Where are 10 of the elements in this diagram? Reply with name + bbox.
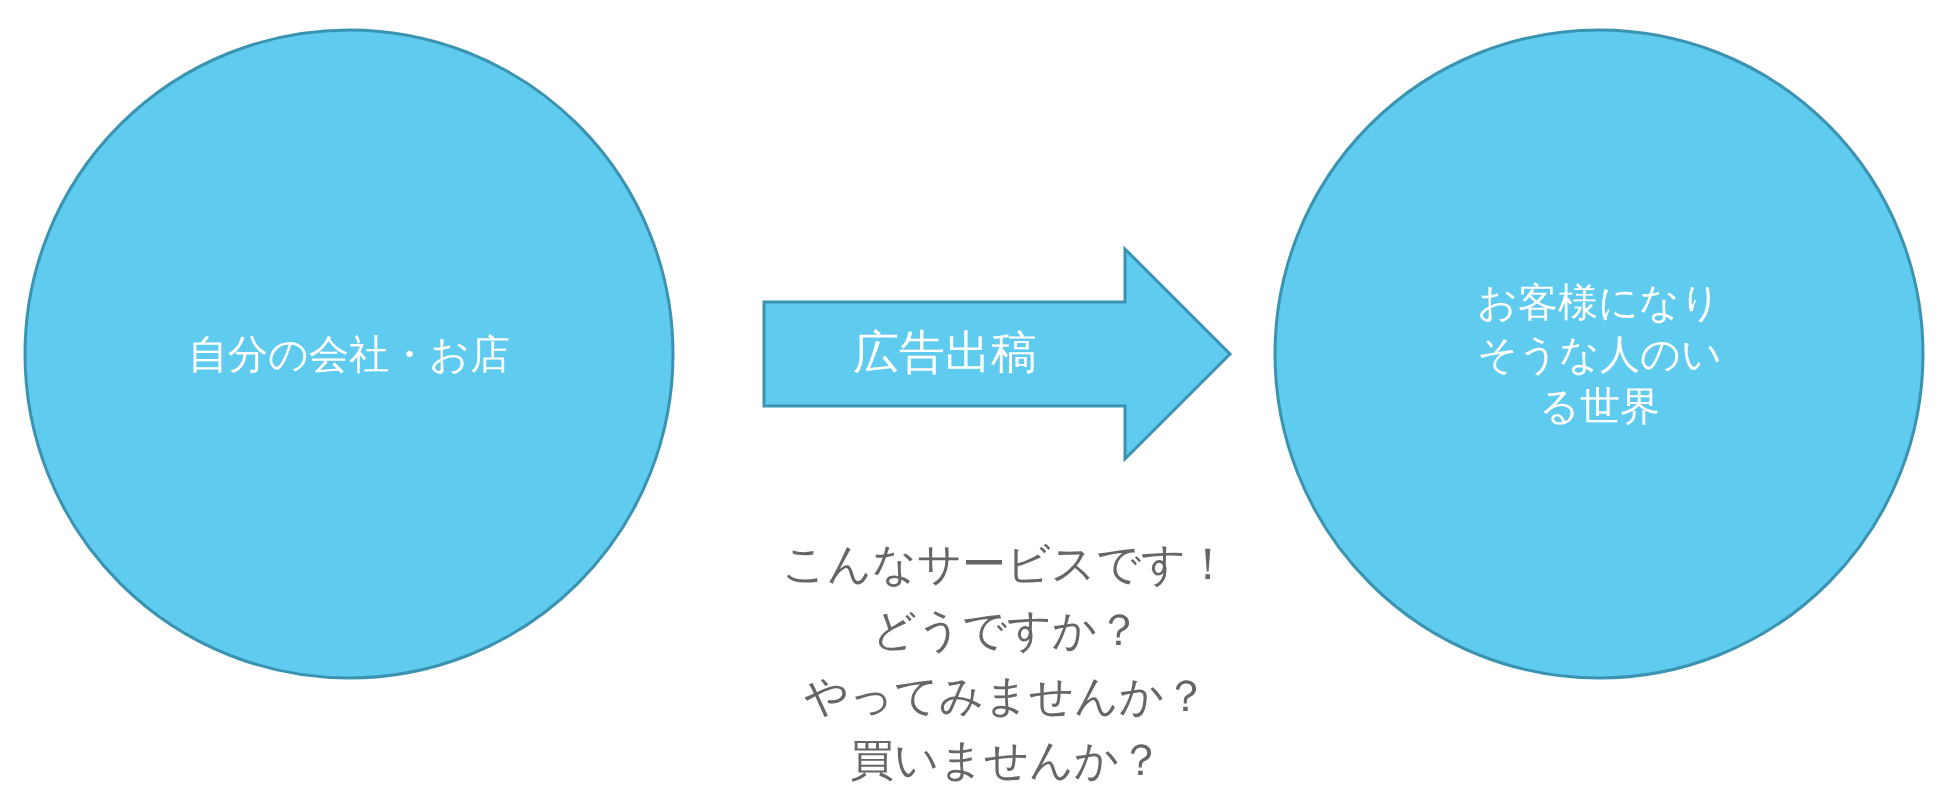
caption-text: こんなサービスです！ [782,537,1230,591]
block-arrow [762,245,1233,463]
caption-text: やってみませんか？ [804,669,1208,723]
circle [23,28,675,680]
circle-text: 自分の会社・お店 [187,330,511,379]
caption-text: 買いませんか？ [849,733,1163,787]
circle [1273,28,1925,680]
circle-text: お客様になりそうな人のいる世界 [1475,278,1723,431]
caption-text: どうですか？ [871,603,1141,657]
edge-label: 広告出稿 [852,324,1037,381]
